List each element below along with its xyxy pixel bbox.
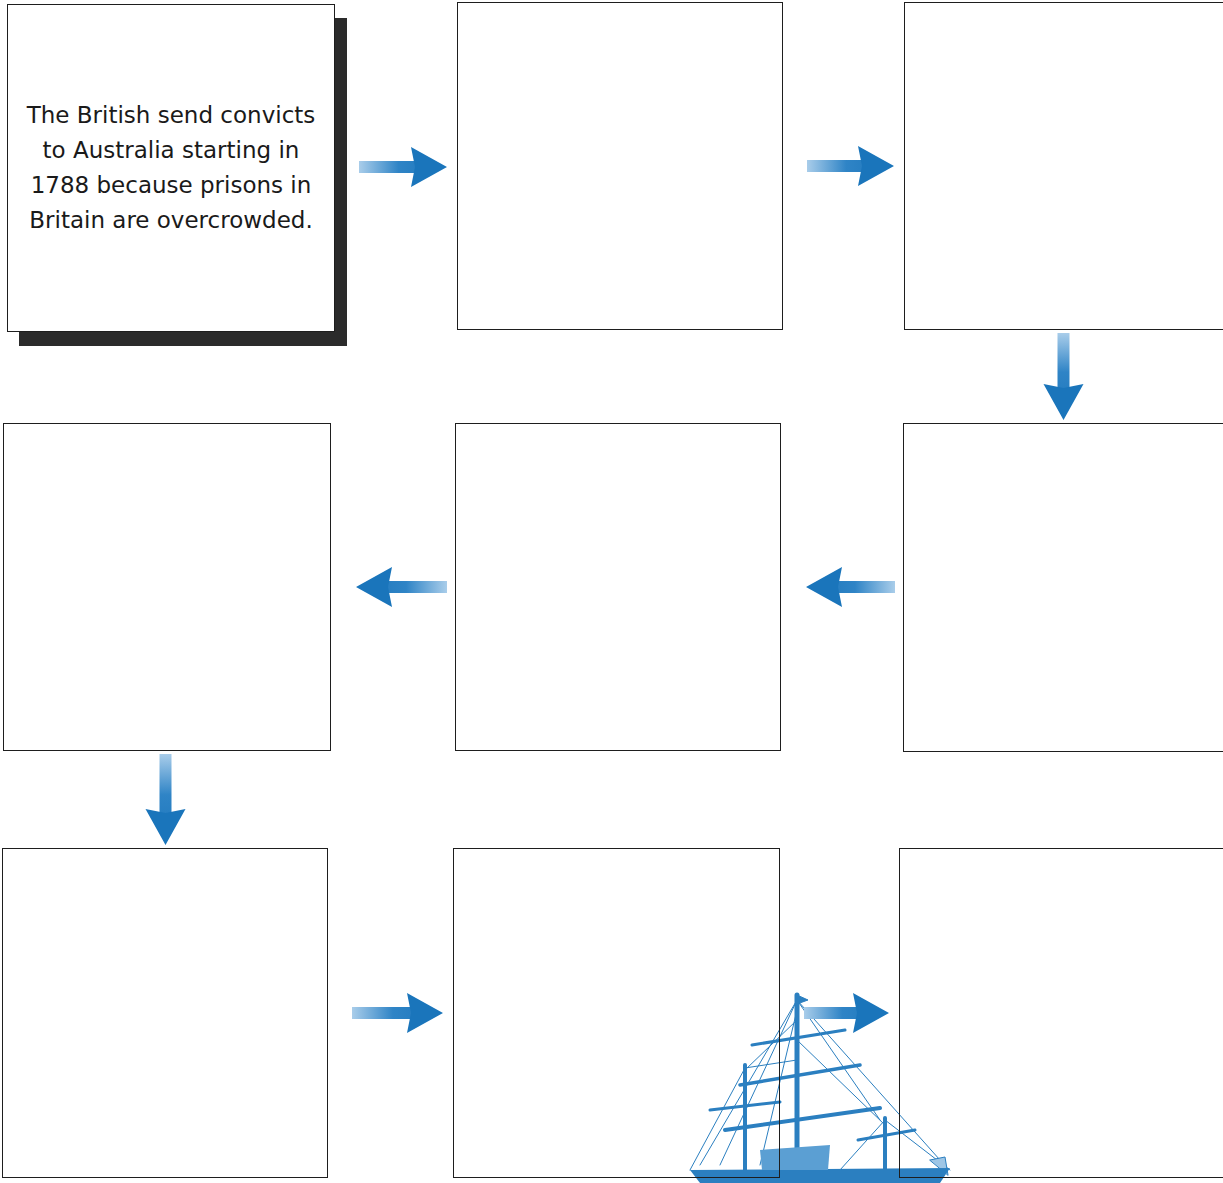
process-box	[2, 848, 328, 1178]
arrow-shaft	[359, 161, 417, 173]
arrow-head	[407, 993, 443, 1033]
flow-arrow	[146, 754, 186, 845]
arrow-head	[411, 147, 447, 187]
flow-arrow	[352, 993, 443, 1033]
arrow-head	[853, 993, 889, 1033]
arrow-shaft	[386, 581, 447, 593]
flow-arrow	[356, 567, 447, 607]
process-box	[904, 2, 1223, 330]
flow-arrow	[804, 993, 889, 1033]
flow-arrow	[359, 147, 447, 187]
arrow-shaft	[807, 160, 864, 172]
process-box	[903, 423, 1223, 752]
process-box	[453, 848, 780, 1178]
arrow-shaft	[804, 1007, 859, 1019]
process-box	[457, 2, 783, 330]
arrow-shaft	[160, 754, 172, 815]
process-box	[899, 848, 1223, 1178]
arrow-head	[858, 146, 894, 186]
arrow-head	[1044, 384, 1084, 420]
process-box: The British send convicts to Australia s…	[7, 4, 335, 332]
arrow-shaft	[836, 581, 895, 593]
flow-arrow	[806, 567, 895, 607]
flow-arrow	[1044, 333, 1084, 420]
process-box	[3, 423, 331, 751]
process-box	[455, 423, 781, 751]
flow-arrow	[807, 146, 894, 186]
box-text: The British send convicts to Australia s…	[8, 98, 334, 238]
arrow-shaft	[352, 1007, 413, 1019]
arrow-head	[146, 809, 186, 845]
arrow-shaft	[1058, 333, 1070, 390]
arrow-head	[806, 567, 842, 607]
arrow-head	[356, 567, 392, 607]
